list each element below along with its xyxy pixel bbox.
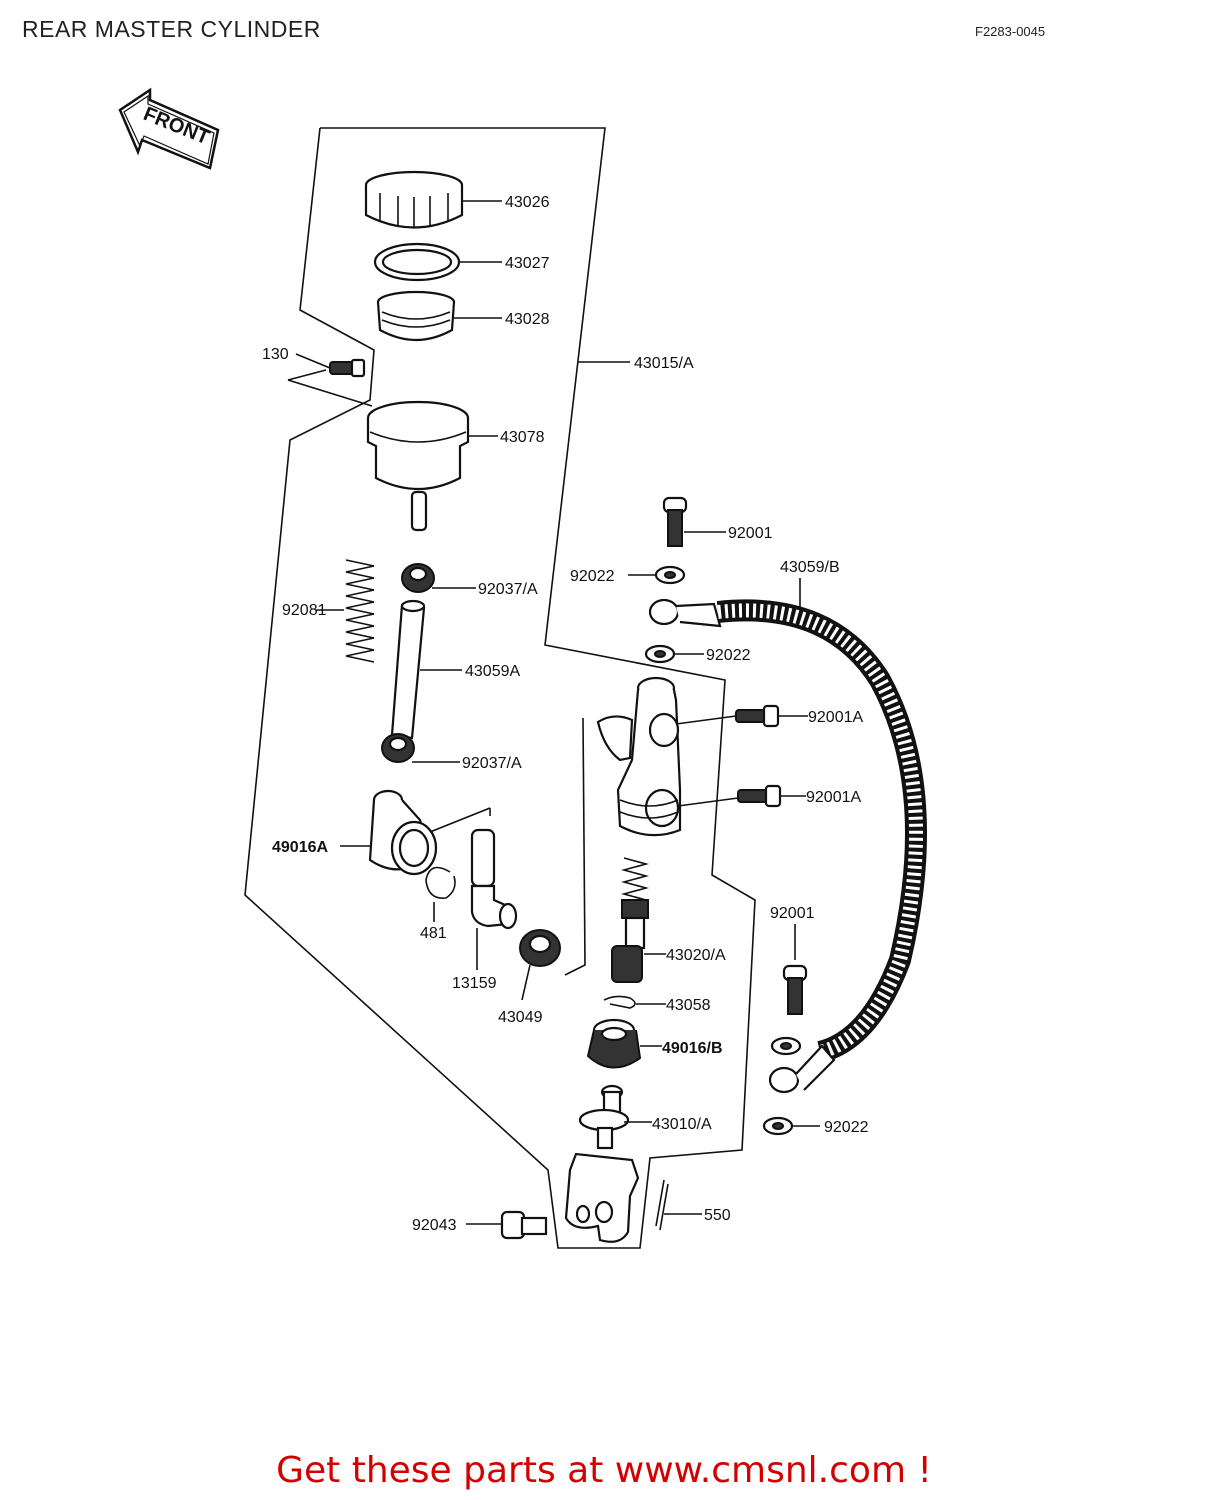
label-43015A: 43015/A — [634, 355, 694, 372]
front-arrow-icon: FRONT — [118, 87, 220, 170]
diaphragm-ring — [373, 242, 461, 282]
label-92022-b: 92022 — [706, 647, 751, 664]
sealing-washer-c — [770, 1036, 802, 1056]
screw-130 — [329, 358, 366, 378]
diaphragm-plate — [376, 290, 456, 341]
banjo-bolt-lower — [737, 784, 782, 808]
diagram-reference-code: F2283-0045 — [975, 24, 1046, 39]
label-481: 481 — [420, 925, 447, 942]
piston-assembly — [611, 857, 650, 983]
label-43049: 43049 — [498, 1009, 543, 1026]
reservoir-cap — [364, 170, 464, 229]
page-title: REAR MASTER CYLINDER — [22, 16, 321, 42]
label-43020A: 43020/A — [666, 947, 726, 964]
label-43058: 43058 — [666, 997, 711, 1014]
banjo-bolt-upper — [735, 704, 780, 728]
reservoir-hose — [390, 599, 426, 740]
label-92037A-bot: 92037/A — [462, 755, 522, 772]
label-92001A-a: 92001A — [808, 709, 863, 726]
elbow-fitting — [470, 828, 518, 930]
label-49016B: 49016/B — [662, 1040, 723, 1057]
circlip — [425, 866, 456, 899]
clevis — [564, 1152, 640, 1243]
sealing-washer-b — [644, 644, 676, 664]
label-92081: 92081 — [282, 602, 327, 619]
assembly-boundary-inner — [564, 717, 586, 976]
footer-promo-text[interactable]: Get these parts at www.cmsnl.com ! — [276, 1450, 932, 1491]
banjo-bolt-lower-hose — [782, 964, 808, 1015]
label-43027: 43027 — [505, 255, 550, 272]
label-92037A-top: 92037/A — [478, 581, 538, 598]
label-43026: 43026 — [505, 194, 550, 211]
label-43078: 43078 — [500, 429, 545, 446]
banjo-bolt-top — [662, 496, 688, 547]
label-92022-c: 92022 — [824, 1119, 869, 1136]
label-92001-mid: 92001 — [770, 905, 815, 922]
hose-clamp-bottom — [381, 733, 415, 763]
union-nut — [519, 929, 561, 967]
piston-circlip — [603, 995, 636, 1009]
label-43059A: 43059A — [465, 663, 520, 680]
push-rod — [578, 1084, 630, 1150]
label-92043: 92043 — [412, 1217, 457, 1234]
label-43010A: 43010/A — [652, 1116, 712, 1133]
sealing-washer-d — [762, 1116, 794, 1136]
label-43028: 43028 — [505, 311, 550, 328]
label-92001A-b: 92001A — [806, 789, 861, 806]
dust-boot — [586, 1018, 642, 1069]
cotter-pin — [655, 1179, 669, 1231]
label-550: 550 — [704, 1207, 731, 1224]
brake-hose — [648, 598, 927, 1094]
label-43059B: 43059/B — [780, 559, 840, 576]
master-cylinder-body — [596, 676, 682, 837]
label-92001-top: 92001 — [728, 525, 773, 542]
sealing-washer-a — [654, 565, 686, 585]
clevis-pin — [500, 1210, 548, 1240]
label-92022-a: 92022 — [570, 568, 615, 585]
hose-clamp-top — [401, 563, 435, 593]
label-13159: 13159 — [452, 975, 497, 992]
label-130: 130 — [262, 346, 289, 363]
reservoir-tank — [366, 400, 470, 532]
inlet-elbow — [368, 789, 438, 876]
label-49016A: 49016A — [272, 839, 328, 856]
assembly-boundary — [244, 127, 756, 1249]
spring — [345, 559, 375, 663]
